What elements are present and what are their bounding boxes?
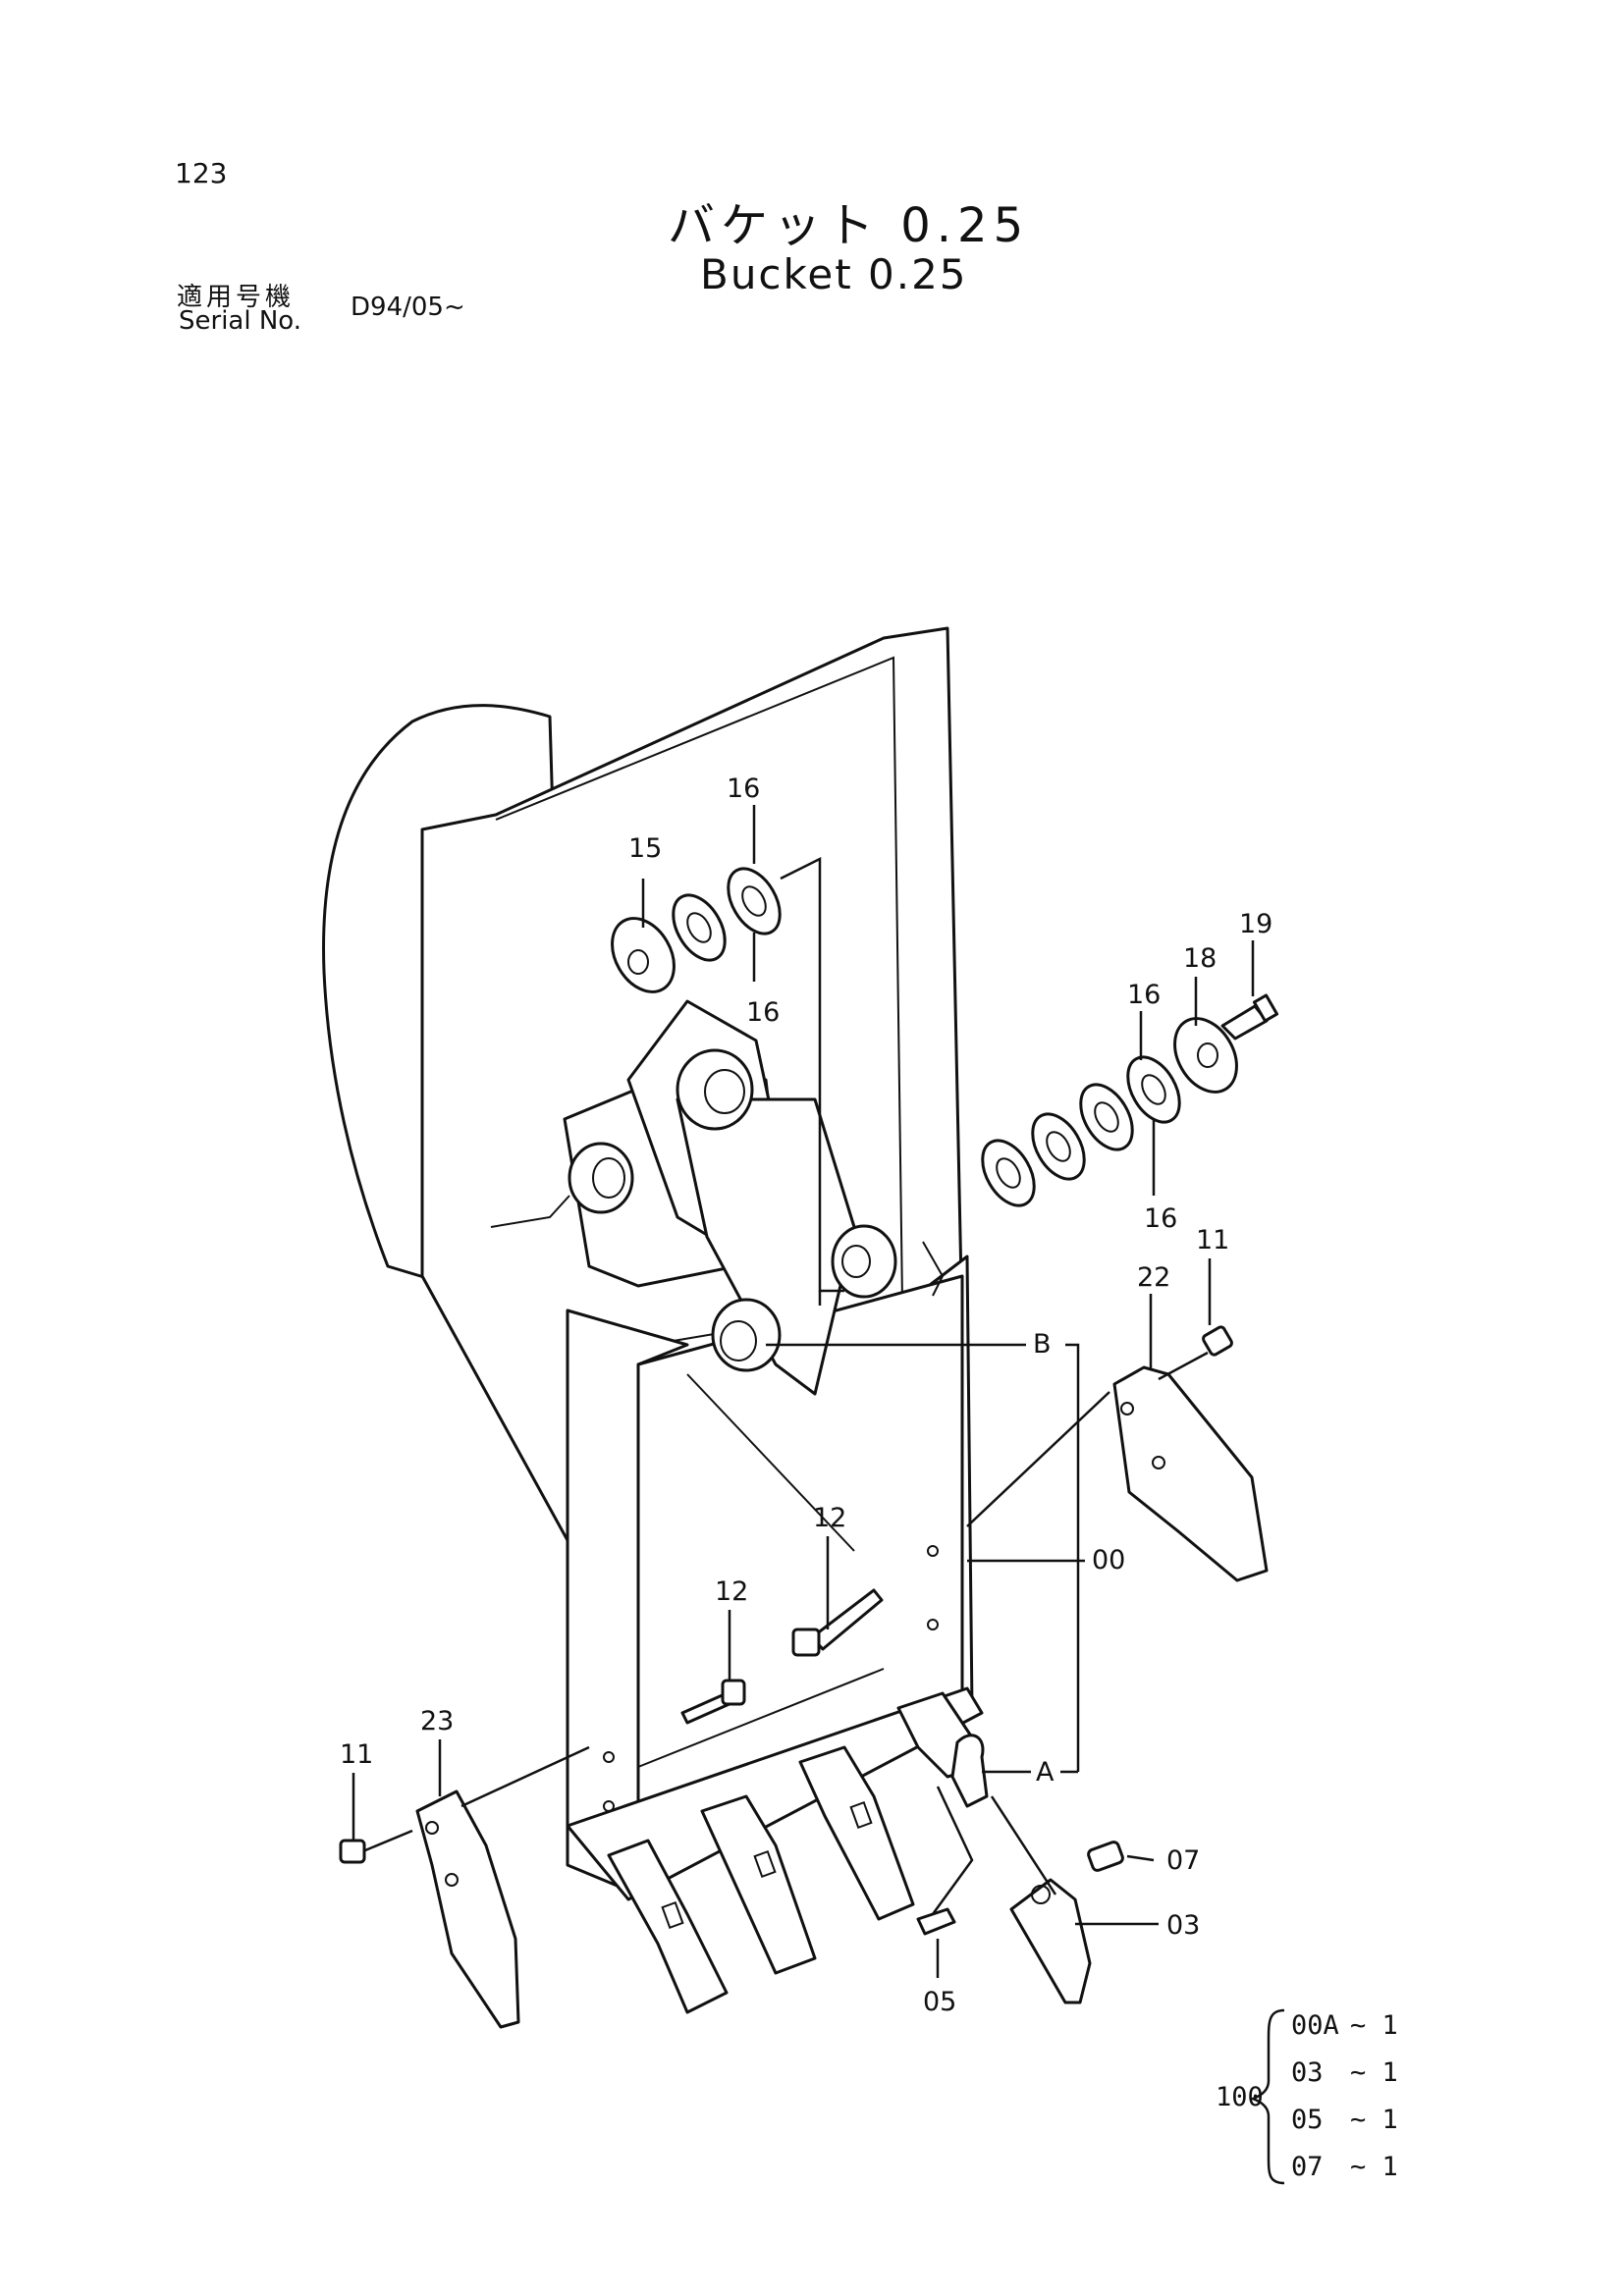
callout-B: B — [1033, 1329, 1052, 1360]
kit-item-qty: ~ 1 — [1350, 2010, 1398, 2041]
lock-05 — [916, 1907, 956, 1936]
callout-16-right-lower: 16 — [1144, 1203, 1177, 1234]
kit-item-qty: ~ 1 — [1350, 2057, 1398, 2088]
callout-16-left-lower: 16 — [746, 997, 780, 1028]
bolt-12-b — [680, 1679, 746, 1725]
page-title-english: Bucket 0.25 — [700, 250, 968, 298]
kit-item-code: 03 — [1291, 2057, 1324, 2088]
callout-labels: 16 15 16 19 18 16 16 11 22 B 12 00 12 23… — [340, 774, 1272, 2017]
serial-label-english: Serial No. — [179, 306, 301, 336]
page-title-japanese: バケット 0.25 — [668, 198, 1030, 253]
side-cutter-23 — [415, 1789, 520, 2029]
kit-legend: 100 00A ~ 1 03 ~ 1 05 ~ 1 07 ~ 1 — [1216, 2008, 1398, 2185]
bucket-teeth — [607, 1691, 989, 2014]
page-number: 123 — [175, 157, 228, 189]
kit-item-qty: ~ 1 — [1350, 2152, 1398, 2182]
callout-16-top: 16 — [727, 774, 760, 804]
nut-11-right — [1202, 1325, 1233, 1357]
shim-16-right-2 — [1031, 1112, 1086, 1181]
callout-16-right-upper: 16 — [1127, 980, 1161, 1010]
callout-03: 03 — [1166, 1910, 1200, 1941]
callout-05: 05 — [923, 1987, 956, 2017]
callout-00: 00 — [1092, 1545, 1125, 1575]
callout-22: 22 — [1137, 1262, 1170, 1293]
shim-16-left-a — [672, 893, 727, 962]
bolt-12-a — [791, 1588, 884, 1657]
kit-item-code: 00A — [1291, 2010, 1339, 2041]
shim-16-left-b — [727, 867, 782, 935]
shim-16-right-3 — [1079, 1083, 1134, 1151]
leader-lines — [352, 805, 1255, 1978]
shim-16-right-1 — [981, 1139, 1036, 1207]
callout-07: 07 — [1166, 1845, 1200, 1876]
kit-item-code: 05 — [1291, 2105, 1324, 2135]
callout-12-lower: 12 — [715, 1576, 748, 1607]
side-cutter-22 — [1112, 1365, 1269, 1582]
callout-11-right: 11 — [1196, 1225, 1229, 1255]
bushing-15 — [611, 917, 676, 993]
bucket-body — [322, 626, 984, 1901]
pin-07 — [1087, 1841, 1124, 1872]
hinge-bracket — [490, 999, 945, 1396]
plate-18 — [1173, 1017, 1238, 1094]
callout-A: A — [1036, 1757, 1055, 1788]
kit-item-code: 07 — [1291, 2152, 1324, 2182]
callout-15: 15 — [628, 833, 662, 864]
bolt-19 — [1220, 993, 1279, 1041]
callout-12-upper: 12 — [813, 1503, 846, 1533]
serial-label-japanese: 適用号機 — [177, 283, 296, 312]
serial-number-value: D94/05~ — [351, 293, 465, 322]
callout-18: 18 — [1183, 943, 1217, 974]
shim-16-right-4 — [1126, 1055, 1181, 1124]
callout-11-left: 11 — [340, 1739, 373, 1770]
tooth-point-03 — [1009, 1878, 1092, 2004]
kit-item-qty: ~ 1 — [1350, 2105, 1398, 2135]
callout-23: 23 — [420, 1706, 454, 1736]
callout-19: 19 — [1239, 909, 1272, 939]
nut-11-left — [339, 1839, 366, 1864]
